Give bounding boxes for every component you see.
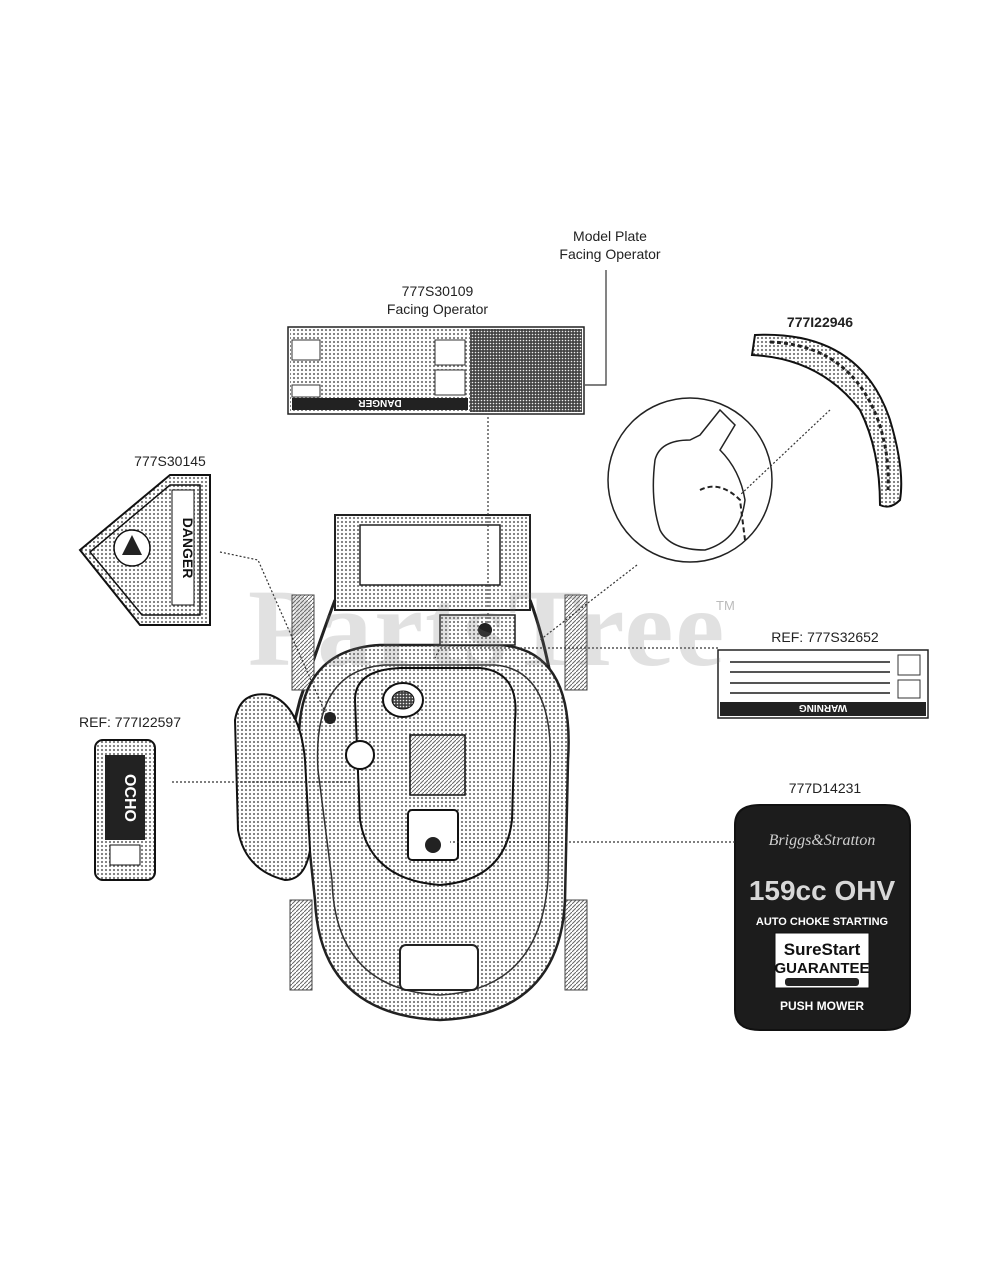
leader-magnifier	[539, 564, 638, 641]
chute-bolt	[324, 712, 336, 724]
decal-777S30145: DANGER	[78, 474, 211, 626]
mower-outline	[233, 514, 588, 1022]
decal-777I22946	[750, 333, 903, 508]
watermark: PartsTree	[248, 567, 727, 689]
danger-panel-word: DANGER	[358, 397, 402, 408]
callout-777I22946: 777I22946	[786, 314, 854, 330]
engine-brand: Briggs&Stratton	[769, 832, 876, 849]
rear-wheel-right	[564, 594, 588, 691]
front-wheel-left	[289, 899, 313, 991]
engine-starting: AUTO CHOKE STARTING	[756, 916, 888, 928]
callout-model-plate-line2: Facing Operator	[559, 246, 661, 262]
watermark-trademark: TM	[716, 598, 735, 613]
decal-777I22597: OCHO	[94, 739, 156, 881]
rear-decal-dot	[478, 623, 492, 637]
callout-model-plate-line1: Model Plate	[573, 228, 647, 244]
decal-777S30109: DANGER	[287, 326, 585, 415]
leader-lines	[172, 270, 831, 843]
callout-777D14231: 777D14231	[788, 780, 862, 796]
rear-decal-plate	[439, 614, 516, 646]
handle-console-window	[359, 524, 501, 586]
leader-777I22946	[739, 409, 831, 496]
leader-777S32652	[434, 647, 718, 659]
guarantee-line1: SureStart	[784, 940, 861, 959]
callout-777S30109: 777S30109 Facing Operator	[365, 282, 510, 318]
leader-model-plate	[585, 270, 607, 386]
engine-footer: PUSH MOWER	[780, 999, 864, 1013]
engine-oil-fill	[345, 740, 375, 770]
choke-brand-word: OCHO	[121, 774, 138, 822]
engine-grille	[409, 734, 466, 796]
callout-777S30109-note: Facing Operator	[386, 301, 489, 317]
callout-777S30109-part: 777S30109	[401, 283, 474, 299]
engine-decal-dot	[425, 837, 441, 853]
engine-displacement: 159cc OHV	[749, 875, 896, 906]
engine-decal	[407, 809, 459, 861]
front-wheel-right	[564, 899, 588, 991]
front-bumper	[399, 944, 479, 991]
magnified-detail	[607, 397, 773, 563]
leader-777S30145	[219, 551, 326, 713]
callout-777I22597: REF: 777I22597	[79, 714, 181, 730]
deck-inner-rim	[316, 664, 552, 996]
callout-777S32652: REF: 777S32652	[771, 629, 879, 645]
callout-model-plate: Model Plate Facing Operator	[540, 227, 680, 263]
danger-side-word: DANGER	[180, 518, 196, 579]
decal-777S32652: WARNING	[717, 649, 929, 719]
rear-wheel-left	[291, 594, 315, 691]
callout-777S30145: 777S30145	[134, 453, 206, 469]
grass-chute	[233, 693, 312, 882]
engine-cap-inner	[391, 690, 415, 710]
handle-bar-left	[288, 599, 337, 741]
decal-777D14231: Briggs&Stratton 159cc OHV AUTO CHOKE STA…	[734, 804, 911, 1031]
guarantee-line2: GUARANTEE	[774, 960, 869, 977]
warning-panel-word: WARNING	[799, 702, 848, 713]
